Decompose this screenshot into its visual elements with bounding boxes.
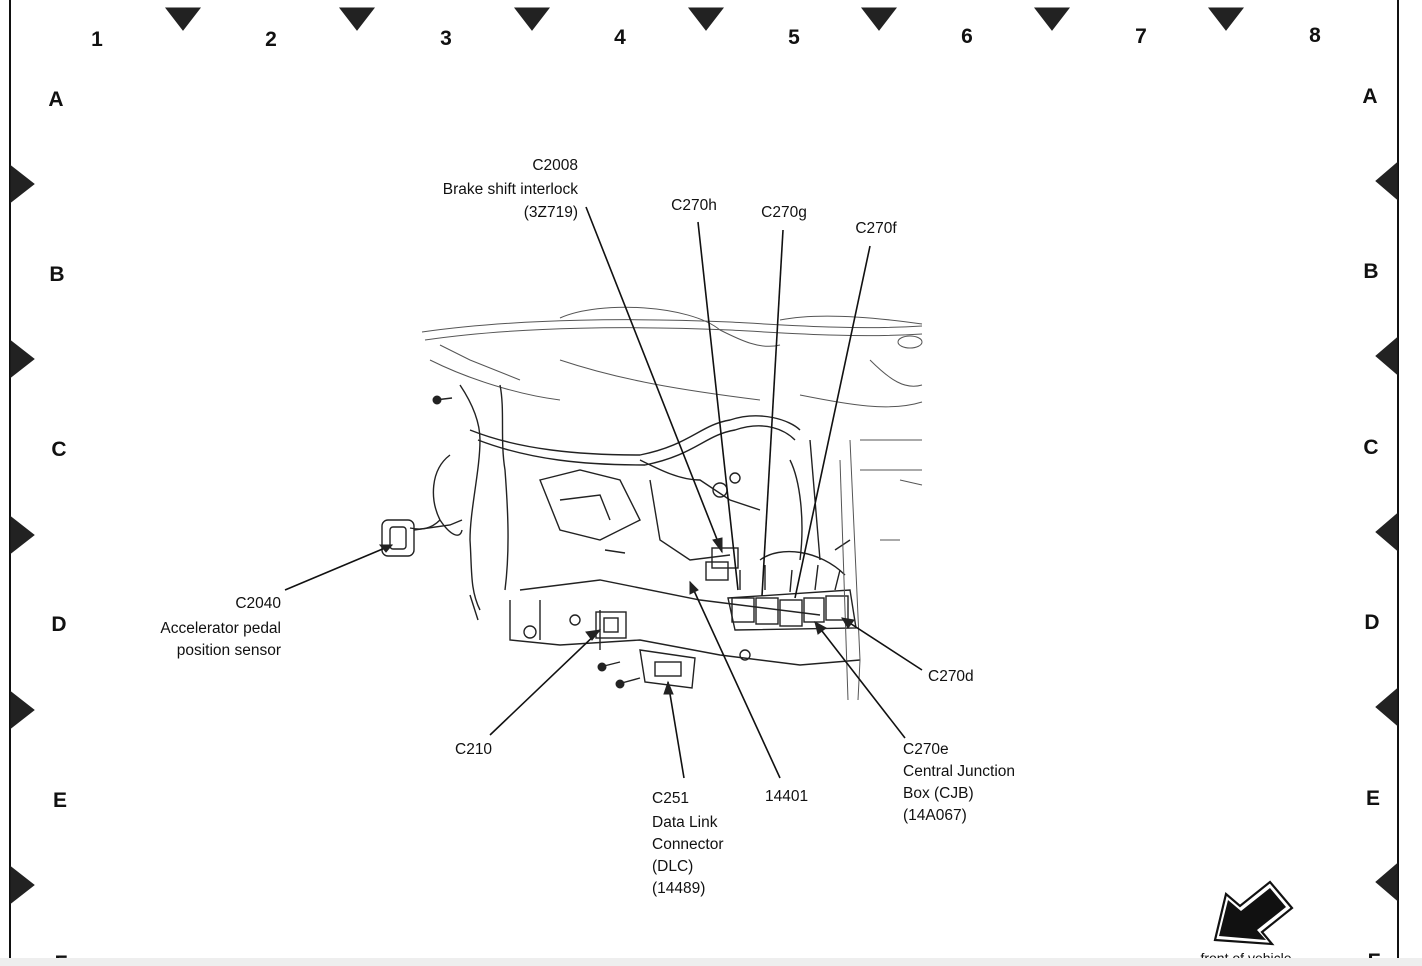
- triangle-marker-icon: [10, 865, 35, 905]
- column-label: 5: [788, 26, 800, 49]
- triangle-marker-icon: [10, 164, 35, 204]
- column-label: 6: [961, 25, 973, 48]
- column-label: 4: [614, 26, 626, 49]
- callout-line: C251: [652, 790, 689, 807]
- callout-c270g: C270g: [761, 204, 807, 221]
- callout-c270d: C270d: [928, 668, 974, 685]
- leader-c270g: [761, 229, 784, 597]
- row-label: E: [1366, 787, 1380, 810]
- row-label: D: [1364, 611, 1379, 634]
- callout-line: Box (CJB): [903, 785, 974, 802]
- top-markers: [164, 7, 1245, 31]
- callout-c251: C251 Data Link Connector (DLC) (14489): [652, 790, 724, 897]
- triangle-marker-icon: [1207, 7, 1245, 31]
- callout-line: position sensor: [177, 642, 281, 659]
- column-label: 2: [265, 28, 277, 51]
- row-label: D: [51, 613, 66, 636]
- row-label: F: [55, 952, 68, 958]
- triangle-marker-icon: [164, 7, 202, 31]
- column-labels: 1 2 3 4 5 6 7 8: [91, 24, 1321, 51]
- column-label: 3: [440, 27, 452, 50]
- left-markers: [10, 164, 35, 905]
- callout-line: (14A067): [903, 807, 967, 824]
- callout-line: Accelerator pedal: [160, 620, 281, 637]
- callout-c270f: C270f: [855, 220, 897, 237]
- callout-harness-14401: 14401: [765, 788, 808, 805]
- triangle-marker-icon: [1375, 336, 1398, 376]
- callout-line: Data Link: [652, 814, 718, 831]
- row-label: B: [49, 263, 64, 286]
- triangle-marker-icon: [1033, 7, 1071, 31]
- callout-line: (14489): [652, 880, 705, 897]
- triangle-marker-icon: [860, 7, 898, 31]
- row-labels-right: A B C D E F: [1362, 85, 1380, 958]
- leader-lines: [284, 206, 923, 779]
- column-label: 7: [1135, 25, 1147, 48]
- row-label: A: [48, 88, 63, 111]
- central-junction-box: [727, 439, 857, 631]
- leader-c270d: [841, 617, 923, 671]
- triangle-marker-icon: [687, 7, 725, 31]
- left-frame-border: [9, 0, 11, 958]
- leader-c270f: [794, 245, 871, 599]
- row-labels-left: A B C D E F: [48, 88, 67, 958]
- callout-c270h: C270h: [671, 197, 717, 214]
- arrow-down-left-icon: [1213, 880, 1294, 946]
- leader-c270h: [697, 221, 739, 591]
- triangle-marker-icon: [1375, 512, 1398, 552]
- callout-c2040: C2040 Accelerator pedal position sensor: [160, 595, 281, 659]
- leader-c2040: [284, 544, 393, 591]
- triangle-marker-icon: [1375, 862, 1398, 902]
- viewer-bottom-bar: [0, 958, 1422, 966]
- leader-c210: [489, 629, 601, 736]
- callout-line: C2040: [235, 595, 281, 612]
- bolts: [432, 395, 641, 689]
- callout-line: C2008: [532, 157, 578, 174]
- right-frame-border: [1397, 0, 1399, 958]
- callout-line: Central Junction: [903, 763, 1015, 780]
- callout-c210: C210: [455, 741, 492, 758]
- leader-c2008: [585, 206, 723, 553]
- front-of-vehicle-label: front of vehicle: [1200, 950, 1291, 958]
- callout-line: Brake shift interlock: [443, 181, 578, 198]
- row-label: F: [1368, 950, 1381, 958]
- triangle-marker-icon: [513, 7, 551, 31]
- triangle-marker-icon: [1375, 161, 1398, 201]
- leader-c251: [667, 681, 685, 779]
- row-label: B: [1363, 260, 1378, 283]
- row-label: E: [53, 789, 67, 812]
- triangle-marker-icon: [1375, 687, 1398, 727]
- column-label: 8: [1309, 24, 1321, 47]
- leader-harness: [689, 581, 781, 779]
- column-label: 1: [91, 28, 103, 51]
- callout-line: (3Z719): [524, 204, 578, 221]
- callout-line: (DLC): [652, 858, 693, 875]
- callout-line: C270e: [903, 741, 949, 758]
- row-label: A: [1362, 85, 1377, 108]
- triangle-marker-icon: [10, 690, 35, 730]
- row-label: C: [1363, 436, 1378, 459]
- callout-c2008: C2008 Brake shift interlock (3Z719): [443, 157, 578, 221]
- row-label: C: [51, 438, 66, 461]
- triangle-marker-icon: [10, 515, 35, 555]
- callout-c270e: C270e Central Junction Box (CJB) (14A067…: [903, 741, 1015, 824]
- instrument-panel-illustration: [381, 306, 923, 701]
- callout-line: Connector: [652, 836, 724, 853]
- triangle-marker-icon: [10, 339, 35, 379]
- leader-c270e: [814, 621, 906, 739]
- triangle-marker-icon: [338, 7, 376, 31]
- right-markers: [1375, 161, 1398, 902]
